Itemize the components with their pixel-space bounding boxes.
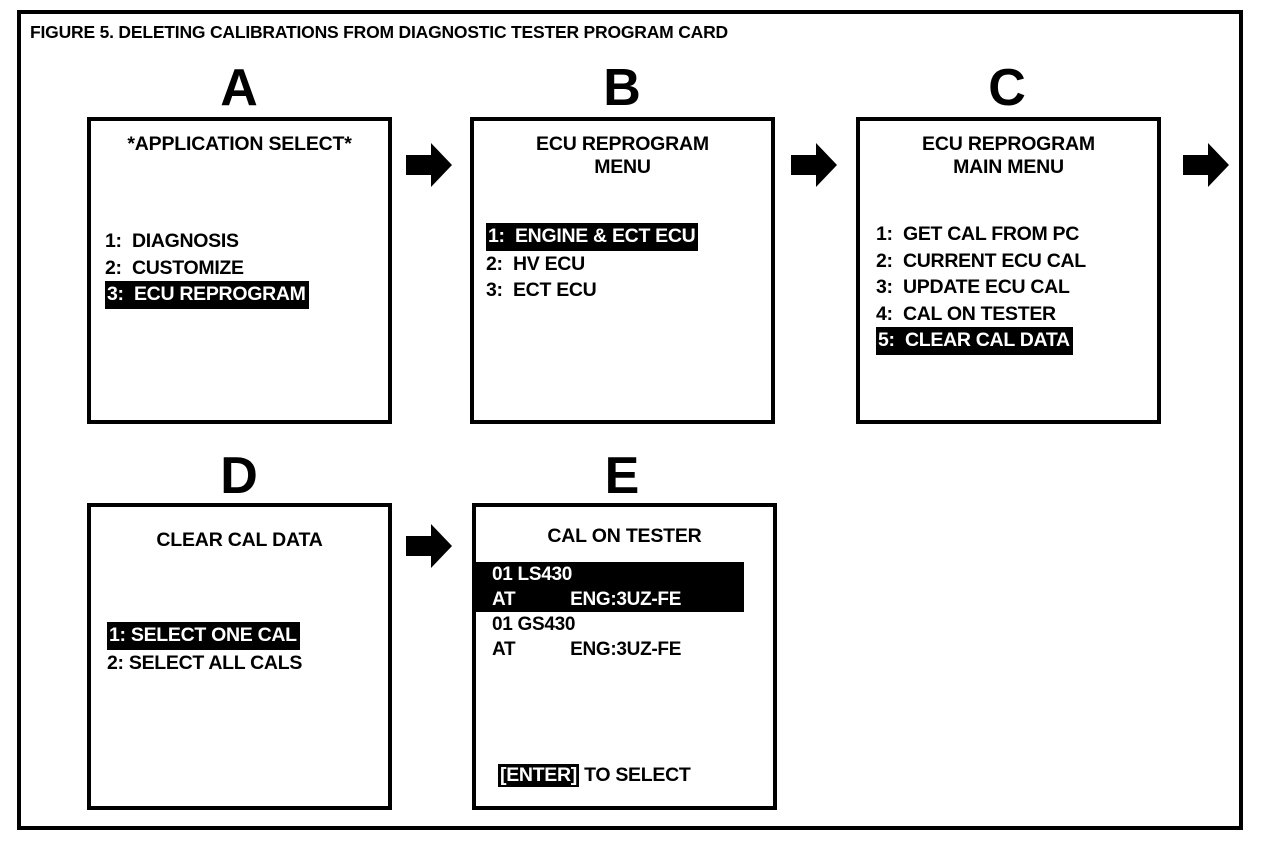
arrow-d-to-e xyxy=(406,524,452,568)
menu-item-hv-ecu-label: 2: HV ECU xyxy=(486,252,585,275)
menu-item-ecu-reprogram-label: 3: ECU REPROGRAM xyxy=(105,281,309,309)
menu-item-current-ecu-cal-label: 2: CURRENT ECU CAL xyxy=(876,249,1086,272)
screen-d-title: CLEAR CAL DATA xyxy=(156,529,323,551)
menu-item-hv-ecu[interactable]: 2: HV ECU xyxy=(474,251,771,278)
menu-item-get-cal-from-pc[interactable]: 1: GET CAL FROM PC xyxy=(860,221,1157,248)
menu-item-diagnosis-label: 1: DIAGNOSIS xyxy=(105,230,239,252)
screen-panel-b: ECU REPROGRAM MENU 1: ENGINE & ECT ECU 2… xyxy=(470,117,775,424)
menu-item-engine-ect-ecu[interactable]: 1: ENGINE & ECT ECU xyxy=(474,223,771,251)
menu-item-engine-ect-ecu-label: 1: ENGINE & ECT ECU xyxy=(486,223,699,251)
screen-b-title: ECU REPROGRAM MENU xyxy=(536,133,709,178)
footer-enter-line: [ENTER] TO SELECT xyxy=(476,763,773,788)
menu-item-customize-label: 2: CUSTOMIZE xyxy=(105,256,244,279)
enter-action-label: TO SELECT xyxy=(578,764,691,786)
menu-item-select-all-cals[interactable]: 2: SELECT ALL CALS xyxy=(91,650,388,677)
menu-item-clear-cal-data[interactable]: 5: CLEAR CAL DATA xyxy=(860,327,1157,355)
cal-item-line2: AT ENG:3UZ-FE xyxy=(492,639,682,661)
figure-caption: FIGURE 5. DELETING CALIBRATIONS FROM DIA… xyxy=(30,22,728,42)
panel-label-c: C xyxy=(988,59,1026,117)
screen-b-menu: 1: ENGINE & ECT ECU 2: HV ECU 3: ECT ECU xyxy=(474,223,771,304)
menu-item-current-ecu-cal[interactable]: 2: CURRENT ECU CAL xyxy=(860,248,1157,275)
menu-item-select-one-cal[interactable]: 1: SELECT ONE CAL xyxy=(91,622,388,650)
screen-c-title: ECU REPROGRAM MAIN MENU xyxy=(922,133,1095,178)
screen-c-menu: 1: GET CAL FROM PC 2: CURRENT ECU CAL 3:… xyxy=(860,221,1157,355)
screen-e-title: CAL ON TESTER xyxy=(547,525,702,547)
panel-label-b: B xyxy=(603,59,641,117)
screen-a-menu: 1: DIAGNOSIS 2: CUSTOMIZE 3: ECU REPROGR… xyxy=(91,228,388,309)
panel-label-d: D xyxy=(220,447,258,505)
enter-key-badge[interactable]: [ENTER] xyxy=(498,764,579,787)
menu-item-get-cal-from-pc-label: 1: GET CAL FROM PC xyxy=(876,223,1080,245)
screen-a-title: *APPLICATION SELECT* xyxy=(127,133,352,155)
screen-panel-d: CLEAR CAL DATA 1: SELECT ONE CAL 2: SELE… xyxy=(87,503,392,810)
menu-item-ecu-reprogram[interactable]: 3: ECU REPROGRAM xyxy=(91,281,388,309)
cal-item-line1: 01 LS430 xyxy=(492,564,572,585)
screen-panel-c: ECU REPROGRAM MAIN MENU 1: GET CAL FROM … xyxy=(856,117,1161,424)
screen-e-cal-list: 01 LS430 AT ENG:3UZ-FE 01 GS430 AT ENG:3… xyxy=(476,562,773,662)
panel-label-e: E xyxy=(604,447,640,505)
screen-d-menu: 1: SELECT ONE CAL 2: SELECT ALL CALS xyxy=(91,622,388,676)
arrow-c-to-next xyxy=(1183,143,1229,187)
menu-item-cal-on-tester-label: 4: CAL ON TESTER xyxy=(876,302,1056,325)
arrow-a-to-b xyxy=(406,143,452,187)
menu-item-customize[interactable]: 2: CUSTOMIZE xyxy=(91,255,388,282)
menu-item-diagnosis[interactable]: 1: DIAGNOSIS xyxy=(91,228,388,255)
arrow-b-to-c xyxy=(791,143,837,187)
screen-panel-a: *APPLICATION SELECT* 1: DIAGNOSIS 2: CUS… xyxy=(87,117,392,424)
menu-item-select-all-cals-label: 2: SELECT ALL CALS xyxy=(107,651,303,674)
menu-item-update-ecu-cal[interactable]: 3: UPDATE ECU CAL xyxy=(860,274,1157,301)
cal-item-line2: AT ENG:3UZ-FE xyxy=(492,589,682,611)
menu-item-update-ecu-cal-label: 3: UPDATE ECU CAL xyxy=(876,276,1070,299)
menu-item-select-one-cal-label: 1: SELECT ONE CAL xyxy=(107,622,300,650)
menu-item-ect-ecu-label: 3: ECT ECU xyxy=(486,279,597,302)
menu-item-ect-ecu[interactable]: 3: ECT ECU xyxy=(474,277,771,304)
menu-item-cal-on-tester[interactable]: 4: CAL ON TESTER xyxy=(860,301,1157,328)
menu-item-clear-cal-data-label: 5: CLEAR CAL DATA xyxy=(876,327,1073,355)
cal-list-item[interactable]: 01 LS430 AT ENG:3UZ-FE xyxy=(476,562,744,613)
screen-e-footer: [ENTER] TO SELECT [EXIT] TO RETURN xyxy=(476,712,773,806)
cal-list-item[interactable]: 01 GS430 AT ENG:3UZ-FE xyxy=(476,612,744,662)
cal-item-line1: 01 GS430 xyxy=(492,614,576,636)
panel-label-a: A xyxy=(220,59,258,117)
screen-panel-e: CAL ON TESTER 01 LS430 AT ENG:3UZ-FE 01 … xyxy=(472,503,777,810)
